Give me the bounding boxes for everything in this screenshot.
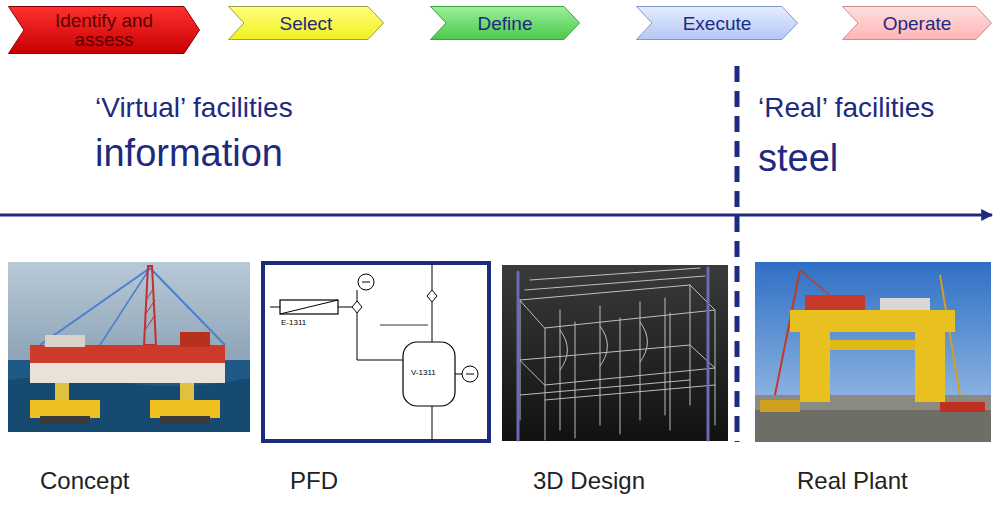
pfd-drawing-part bbox=[357, 290, 358, 301]
picture-caption: 3D Design bbox=[533, 468, 645, 494]
chevron-outline bbox=[229, 7, 384, 40]
pfd-drawing-part bbox=[357, 313, 358, 360]
plant-photo-part bbox=[915, 332, 945, 402]
phase-label: Execute bbox=[636, 11, 798, 36]
pfd-drawing-part bbox=[263, 263, 489, 441]
pfd-drawing-part bbox=[357, 360, 403, 361]
concept-picture-part bbox=[55, 383, 69, 401]
phase-chevron: Operate bbox=[842, 6, 992, 40]
chevron-outline bbox=[843, 7, 992, 40]
cad-model-part-part bbox=[520, 285, 715, 328]
tag-number: E-1311 bbox=[281, 319, 306, 328]
concept-picture-part bbox=[145, 288, 155, 330]
cad-model-part bbox=[707, 268, 710, 440]
concept-picture-part bbox=[8, 376, 250, 432]
concept-picture-part bbox=[40, 416, 90, 424]
pfd-drawing-part bbox=[380, 325, 428, 326]
cad-model-part bbox=[520, 268, 715, 440]
concept-picture-part bbox=[30, 345, 225, 363]
phase-caption: ‘Real’ facilities bbox=[758, 93, 934, 124]
pfd-drawing-part bbox=[432, 263, 433, 290]
cad-model-part-part bbox=[560, 298, 665, 430]
chevron-outline bbox=[637, 7, 798, 40]
phase-caption: ‘Virtual’ facilities bbox=[95, 93, 293, 124]
plant-photo-part bbox=[760, 400, 800, 412]
picture-caption: Concept bbox=[40, 468, 129, 494]
concept-picture-part bbox=[100, 268, 150, 345]
concept-picture-part bbox=[160, 416, 210, 424]
cad-model-part bbox=[517, 272, 520, 440]
pfd-drawing bbox=[263, 263, 489, 441]
cad-model-part-part bbox=[525, 268, 705, 290]
phase-label: Identify and assess bbox=[8, 8, 200, 52]
phase-caption: information bbox=[95, 133, 283, 175]
concept-picture-part bbox=[180, 383, 194, 401]
chevron-outline bbox=[431, 7, 580, 40]
phase-caption: steel bbox=[758, 138, 838, 180]
pfd-drawing-part bbox=[362, 282, 370, 283]
pfd-drawing-part bbox=[432, 406, 433, 441]
cad-model-part-part bbox=[575, 313, 670, 438]
pfd-drawing-part bbox=[358, 274, 374, 290]
plant-photo-part bbox=[755, 410, 991, 442]
concept-picture-part bbox=[144, 266, 156, 345]
plant-photo-part bbox=[800, 332, 830, 402]
cad-model-part-part bbox=[520, 285, 715, 440]
cad-model bbox=[502, 265, 728, 441]
plant-photo bbox=[755, 262, 991, 442]
cad-model-part-part bbox=[520, 380, 715, 400]
pfd-drawing-part bbox=[462, 366, 478, 382]
plant-photo-part bbox=[775, 270, 800, 395]
pfd-drawing-part bbox=[403, 342, 455, 406]
pfd-drawing-part bbox=[280, 300, 338, 314]
concept-picture bbox=[8, 262, 250, 432]
concept-picture-part bbox=[150, 400, 220, 418]
pfd-drawing-part bbox=[432, 302, 433, 342]
phase-label: Select bbox=[228, 11, 384, 36]
picture-caption: PFD bbox=[290, 468, 338, 494]
pfd-drawing-part bbox=[338, 307, 352, 308]
concept-picture-part bbox=[30, 400, 100, 418]
concept-picture-part bbox=[180, 332, 210, 347]
tag-number: V-1311 bbox=[411, 369, 436, 378]
phase-chevron: Identify and assess bbox=[8, 6, 200, 54]
chevron-outline bbox=[9, 7, 200, 54]
concept-picture-part bbox=[8, 360, 250, 432]
pfd-drawing-part bbox=[427, 290, 437, 302]
phase-chevron: Select bbox=[228, 6, 384, 40]
plant-photo-part bbox=[880, 298, 930, 310]
phase-label: Operate bbox=[842, 11, 992, 36]
plant-photo-part bbox=[805, 295, 865, 310]
plant-photo-part bbox=[755, 395, 991, 442]
concept-picture-part bbox=[8, 262, 250, 432]
cad-model-part bbox=[502, 265, 728, 441]
cad-model-part-part bbox=[560, 322, 648, 370]
phase-divider bbox=[735, 66, 740, 442]
cad-model-part-part bbox=[520, 345, 715, 385]
concept-picture-part bbox=[45, 335, 85, 347]
pfd-drawing-part bbox=[270, 307, 280, 308]
phase-chevron: Define bbox=[430, 6, 580, 40]
phase-chevron: Execute bbox=[636, 6, 798, 40]
pfd-drawing-part bbox=[455, 374, 462, 375]
plant-photo-part bbox=[755, 262, 991, 442]
pfd-drawing-part bbox=[466, 374, 474, 375]
plant-photo-part bbox=[790, 310, 955, 332]
phase-label: Define bbox=[430, 11, 580, 36]
concept-picture-part bbox=[40, 268, 150, 345]
picture-caption: Real Plant bbox=[797, 468, 908, 494]
plant-photo-part bbox=[830, 340, 915, 350]
concept-picture-part bbox=[30, 363, 225, 383]
pfd-drawing-part bbox=[352, 301, 362, 313]
pfd-drawing-part bbox=[280, 300, 338, 314]
timeline-axis bbox=[0, 214, 992, 217]
plant-photo-part bbox=[940, 402, 985, 412]
